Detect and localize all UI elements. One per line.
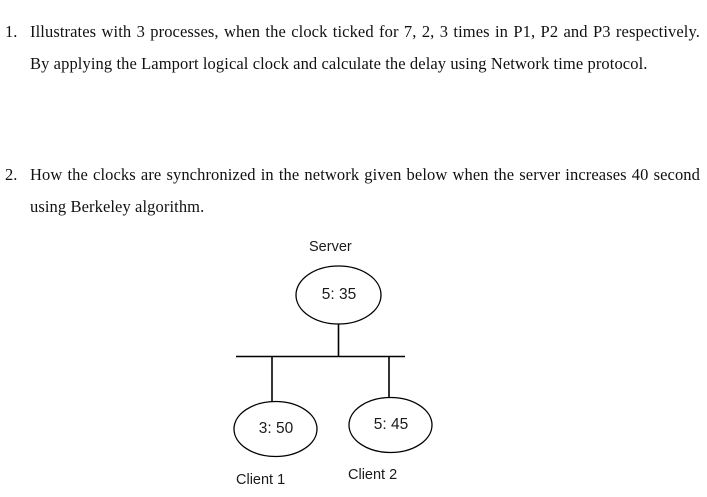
server-node-value: 5: 35 [321, 286, 357, 303]
client1-node-value: 3: 50 [258, 420, 294, 437]
question-number-2: 2. [5, 165, 18, 184]
client2-node-value: 5: 45 [373, 416, 409, 433]
client1-node-ellipse [233, 400, 318, 458]
question-item-2: 2. How the clocks are synchronized in th… [0, 159, 707, 223]
question-number-1: 1. [5, 22, 18, 41]
question-item-1: 1. Illustrates with 3 processes, when th… [0, 16, 707, 80]
server-node-label: Server [309, 239, 352, 255]
server-node-ellipse [295, 265, 382, 325]
question-text-1: Illustrates with 3 processes, when the c… [30, 22, 700, 73]
client2-node-label: Client 2 [348, 467, 398, 483]
client1-node-label: Client 1 [236, 472, 286, 488]
question-text-2: How the clocks are synchronized in the n… [30, 165, 700, 216]
client2-node-ellipse [348, 396, 433, 454]
